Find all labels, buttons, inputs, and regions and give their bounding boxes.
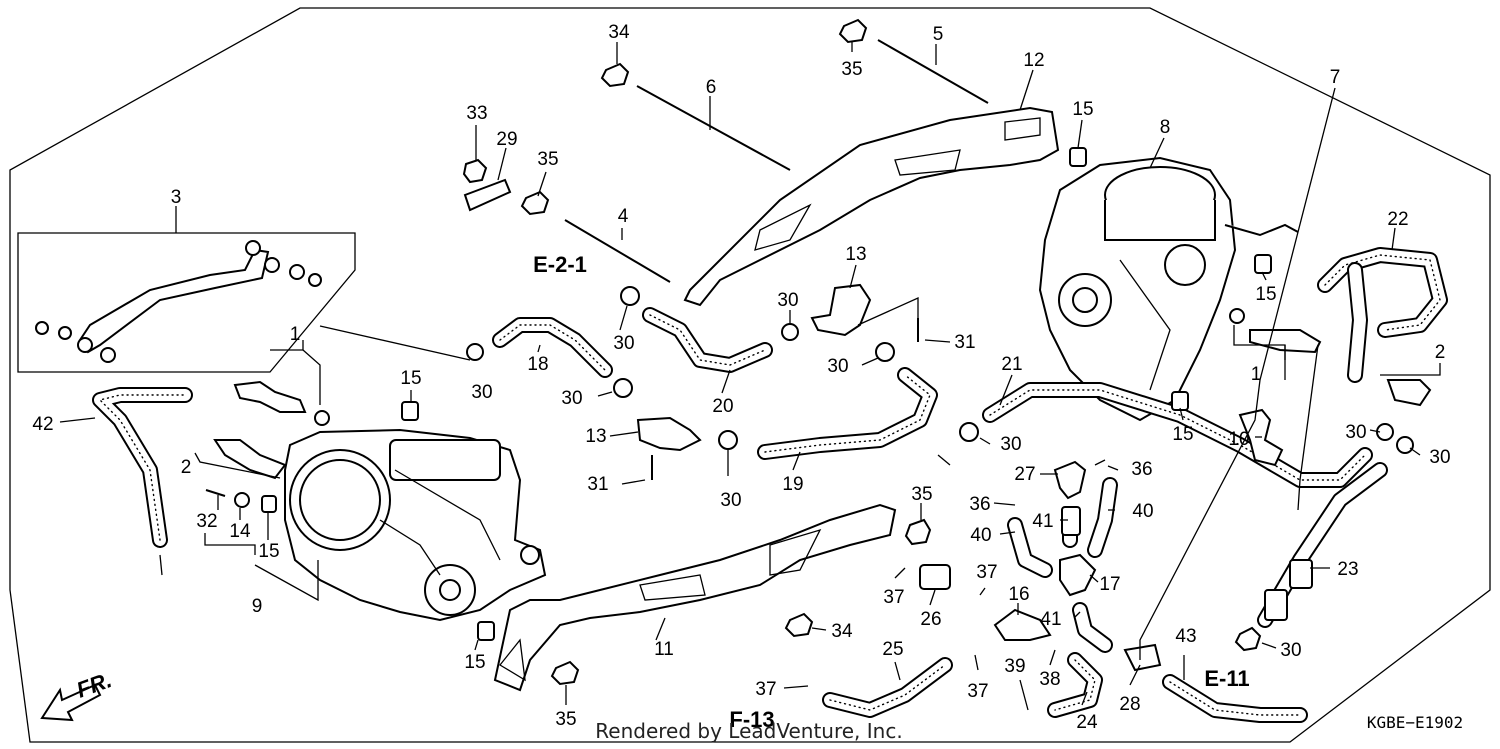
callout-20: 20 bbox=[712, 396, 733, 417]
callout-37: 37 bbox=[967, 681, 988, 702]
callout-29: 29 bbox=[496, 129, 517, 150]
inset-box-part-3 bbox=[17, 232, 356, 373]
upper-stay-part-12 bbox=[683, 106, 1060, 307]
rod-part-5 bbox=[877, 39, 989, 104]
callout-37: 37 bbox=[976, 562, 997, 583]
callout-7: 7 bbox=[1330, 67, 1341, 88]
callout-22: 22 bbox=[1387, 209, 1408, 230]
callout-6: 6 bbox=[706, 77, 717, 98]
callout-36: 36 bbox=[969, 494, 990, 515]
diagram-code: KGBE−E1902 bbox=[1367, 713, 1463, 732]
callout-15: 15 bbox=[464, 652, 485, 673]
callout-30: 30 bbox=[1000, 434, 1021, 455]
callout-23: 23 bbox=[1337, 559, 1358, 580]
ref-f-13: F-13 bbox=[729, 707, 774, 732]
callout-10: 10 bbox=[1228, 429, 1249, 450]
callout-35: 35 bbox=[555, 709, 576, 730]
callout-15: 15 bbox=[400, 368, 421, 389]
callout-32: 32 bbox=[196, 511, 217, 532]
callout-36: 36 bbox=[1131, 459, 1152, 480]
ref-e-11: E-11 bbox=[1204, 666, 1249, 691]
callout-numbers: 1 1 2 2 3 4 5 6 7 8 9 10 11 12 13 13 14 … bbox=[32, 22, 1450, 733]
callout-24: 24 bbox=[1076, 712, 1098, 733]
rod-part-4 bbox=[564, 219, 671, 283]
callout-1: 1 bbox=[290, 324, 301, 345]
callout-41: 41 bbox=[1040, 609, 1061, 630]
callout-30: 30 bbox=[720, 490, 741, 511]
callout-30: 30 bbox=[613, 333, 634, 354]
callout-12: 12 bbox=[1023, 50, 1044, 71]
callout-31: 31 bbox=[954, 332, 975, 353]
callout-2: 2 bbox=[181, 457, 192, 478]
callout-42: 42 bbox=[32, 414, 53, 435]
callout-17: 17 bbox=[1099, 574, 1120, 595]
callout-43: 43 bbox=[1175, 626, 1196, 647]
callout-30: 30 bbox=[1429, 447, 1450, 468]
callout-2: 2 bbox=[1435, 342, 1446, 363]
callout-11: 11 bbox=[654, 639, 674, 660]
callout-35: 35 bbox=[841, 59, 862, 80]
leader-lines bbox=[59, 42, 1441, 711]
lower-stay-part-11 bbox=[493, 503, 897, 692]
credit-watermark: Rendered by LeadVenture, Inc. bbox=[595, 719, 902, 743]
callout-3: 3 bbox=[171, 187, 182, 208]
callout-8: 8 bbox=[1160, 117, 1171, 138]
diagram-border bbox=[9, 7, 1491, 743]
left-carburetor bbox=[284, 428, 547, 622]
callout-1: 1 bbox=[1251, 364, 1262, 385]
callout-9: 9 bbox=[252, 596, 263, 617]
ref-e-2-1: E-2-1 bbox=[533, 252, 587, 277]
callout-30: 30 bbox=[777, 290, 798, 311]
rod-part-6 bbox=[636, 85, 791, 171]
callout-19: 19 bbox=[782, 474, 803, 495]
callout-38: 38 bbox=[1039, 669, 1060, 690]
callout-31: 31 bbox=[587, 474, 608, 495]
callout-37: 37 bbox=[883, 587, 904, 608]
callout-27: 27 bbox=[1014, 464, 1035, 485]
callout-26: 26 bbox=[920, 609, 941, 630]
link-part-3 bbox=[78, 248, 270, 354]
callout-30: 30 bbox=[1280, 640, 1301, 661]
callout-16: 16 bbox=[1008, 584, 1029, 605]
callout-40: 40 bbox=[1132, 501, 1153, 522]
callout-35: 35 bbox=[911, 484, 932, 505]
callout-21: 21 bbox=[1001, 354, 1022, 375]
front-direction-arrow: FR. bbox=[40, 667, 115, 722]
callout-15: 15 bbox=[258, 541, 279, 562]
callout-15: 15 bbox=[1072, 99, 1093, 120]
callout-30: 30 bbox=[1345, 422, 1366, 443]
callout-30: 30 bbox=[561, 388, 582, 409]
fr-label: FR. bbox=[73, 667, 115, 703]
callout-39: 39 bbox=[1004, 656, 1025, 677]
callout-33: 33 bbox=[466, 103, 487, 124]
callout-13: 13 bbox=[585, 426, 606, 447]
callout-30: 30 bbox=[471, 382, 492, 403]
right-carburetor bbox=[1038, 156, 1299, 422]
callout-15: 15 bbox=[1255, 284, 1276, 305]
hardware bbox=[205, 18, 1432, 686]
callout-5: 5 bbox=[933, 24, 944, 45]
callout-34: 34 bbox=[831, 621, 853, 642]
callout-40: 40 bbox=[970, 525, 991, 546]
callout-28: 28 bbox=[1119, 694, 1140, 715]
callout-34: 34 bbox=[608, 22, 630, 43]
callout-41: 41 bbox=[1032, 511, 1053, 532]
callout-30: 30 bbox=[827, 356, 848, 377]
callout-4: 4 bbox=[618, 206, 629, 227]
callout-15: 15 bbox=[1172, 424, 1193, 445]
callout-13: 13 bbox=[845, 244, 866, 265]
callout-18: 18 bbox=[527, 354, 548, 375]
callout-37: 37 bbox=[755, 679, 776, 700]
callout-14: 14 bbox=[229, 521, 251, 542]
callout-35: 35 bbox=[537, 149, 558, 170]
callout-25: 25 bbox=[882, 639, 903, 660]
